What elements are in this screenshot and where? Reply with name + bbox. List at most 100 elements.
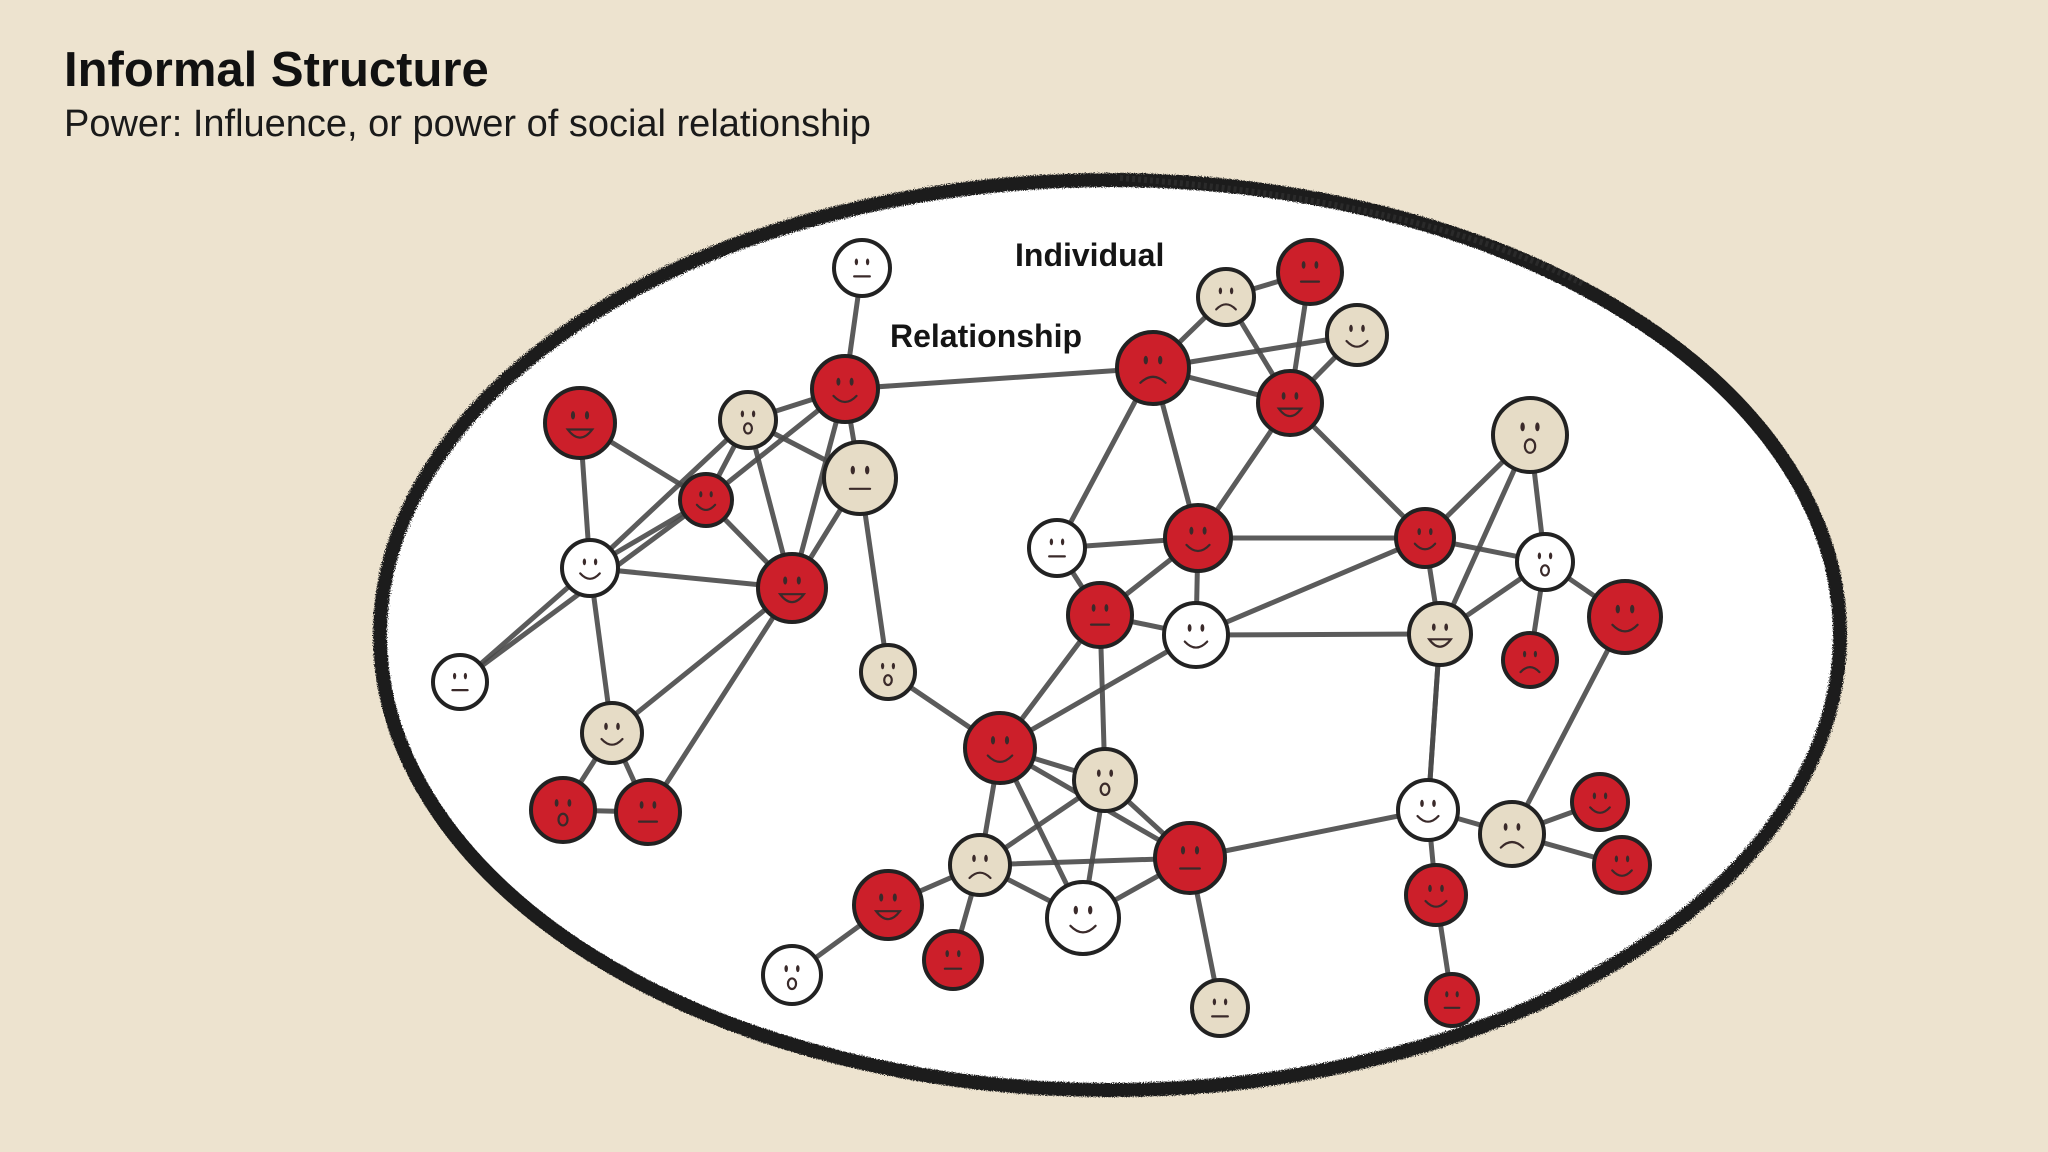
face-eye: [849, 377, 854, 386]
face-eye: [582, 558, 587, 566]
face-mouth: [557, 812, 569, 827]
face-eye: [740, 410, 745, 418]
face-mouth: [1424, 899, 1448, 908]
face-eye: [892, 893, 897, 902]
face-eye: [783, 576, 788, 585]
face-eye: [1444, 623, 1449, 631]
face-mouth: [695, 503, 717, 512]
relationship-link: [645, 585, 795, 815]
individual-node: [1404, 863, 1468, 927]
individual-node: [1163, 503, 1233, 573]
individual-node: [1045, 880, 1121, 956]
face-mouth: [1183, 640, 1209, 649]
individual-node-circle: [1162, 601, 1230, 669]
face-mouth: [742, 422, 754, 435]
face-eye: [604, 722, 608, 731]
face-eye: [1212, 998, 1217, 1006]
individual-node-circle: [1256, 369, 1324, 437]
face-eye: [1088, 905, 1093, 915]
individual-node-circle: [718, 390, 778, 450]
individual-node-circle: [761, 944, 823, 1006]
face-eye: [1294, 392, 1299, 400]
face-eye: [1455, 991, 1459, 998]
individual-node-circle: [859, 643, 917, 701]
face-eye: [1516, 823, 1521, 831]
face-eye: [1143, 355, 1148, 365]
face-eye: [751, 410, 756, 418]
face-mouth: [1611, 623, 1639, 633]
relationship-link: [609, 585, 795, 736]
individual-node-circle: [560, 538, 620, 598]
face-eye: [1603, 792, 1608, 800]
face-eye: [452, 672, 457, 680]
individual-node: [1587, 579, 1663, 655]
individual-node-circle: [580, 701, 644, 765]
individual-node: [678, 472, 734, 528]
individual-node: [580, 701, 644, 765]
face-eye: [1432, 799, 1436, 808]
slide-title: Informal Structure: [64, 43, 489, 97]
face-mouth: [1589, 806, 1611, 814]
face-mouth: [1523, 438, 1537, 454]
face-eye: [1202, 526, 1207, 535]
face-mouth: [1426, 638, 1454, 648]
relationship-link: [1187, 807, 1431, 861]
face-eye: [1535, 422, 1540, 432]
face-eye: [1431, 623, 1436, 631]
face-eye: [1522, 650, 1527, 658]
face-mouth: [1185, 543, 1211, 553]
face-eye: [570, 411, 576, 420]
face-mouth: [883, 674, 893, 687]
individual-node-circle: [1027, 518, 1087, 578]
face-eye: [1049, 538, 1054, 546]
individual-node-circle: [1396, 778, 1460, 842]
face-eye: [1281, 392, 1286, 400]
face-eye: [1615, 604, 1620, 614]
individual-node: [1501, 631, 1559, 689]
relationship-label: Relationship: [890, 318, 1082, 354]
relationship-link: [1193, 631, 1443, 638]
face-eye: [1104, 604, 1109, 612]
relationship-link: [587, 417, 751, 571]
face-mouth: [1413, 542, 1437, 551]
individual-node: [718, 390, 778, 450]
individual-node-circle: [1190, 978, 1250, 1038]
individual-node-circle: [822, 440, 898, 516]
individual-node-circle: [1592, 835, 1652, 895]
individual-node: [1396, 778, 1460, 842]
individual-node-circle: [1115, 330, 1191, 406]
face-eye: [584, 411, 590, 420]
face-mouth: [1499, 840, 1525, 849]
face-mouth: [786, 977, 798, 990]
face-mouth: [565, 428, 595, 439]
individual-node-circle: [756, 552, 828, 624]
relationship-link: [1509, 614, 1628, 837]
face-eye: [1301, 261, 1306, 269]
face-eye: [1429, 528, 1433, 536]
individual-node-circle: [1501, 631, 1559, 689]
individual-node-circle: [529, 776, 597, 844]
individual-node: [1394, 507, 1456, 569]
face-eye: [1187, 624, 1192, 632]
individual-node: [1072, 747, 1138, 813]
face-mouth: [986, 754, 1014, 763]
relationship-link: [997, 632, 1199, 751]
face-eye: [1189, 526, 1194, 535]
face-eye: [1533, 650, 1538, 658]
face-mouth: [1139, 375, 1167, 384]
individual-node: [1478, 800, 1546, 868]
face-eye: [1520, 422, 1525, 432]
face-eye: [1428, 884, 1432, 893]
face-eye: [593, 558, 598, 566]
face-eye: [1361, 324, 1365, 332]
individual-node: [1491, 396, 1569, 474]
relationship-link: [1193, 535, 1428, 638]
face-eye: [1440, 884, 1444, 893]
individual-node: [431, 653, 489, 711]
face-eye: [699, 491, 703, 498]
individual-node-circle: [852, 869, 924, 941]
face-eye: [1548, 552, 1553, 560]
individual-node: [756, 552, 828, 624]
